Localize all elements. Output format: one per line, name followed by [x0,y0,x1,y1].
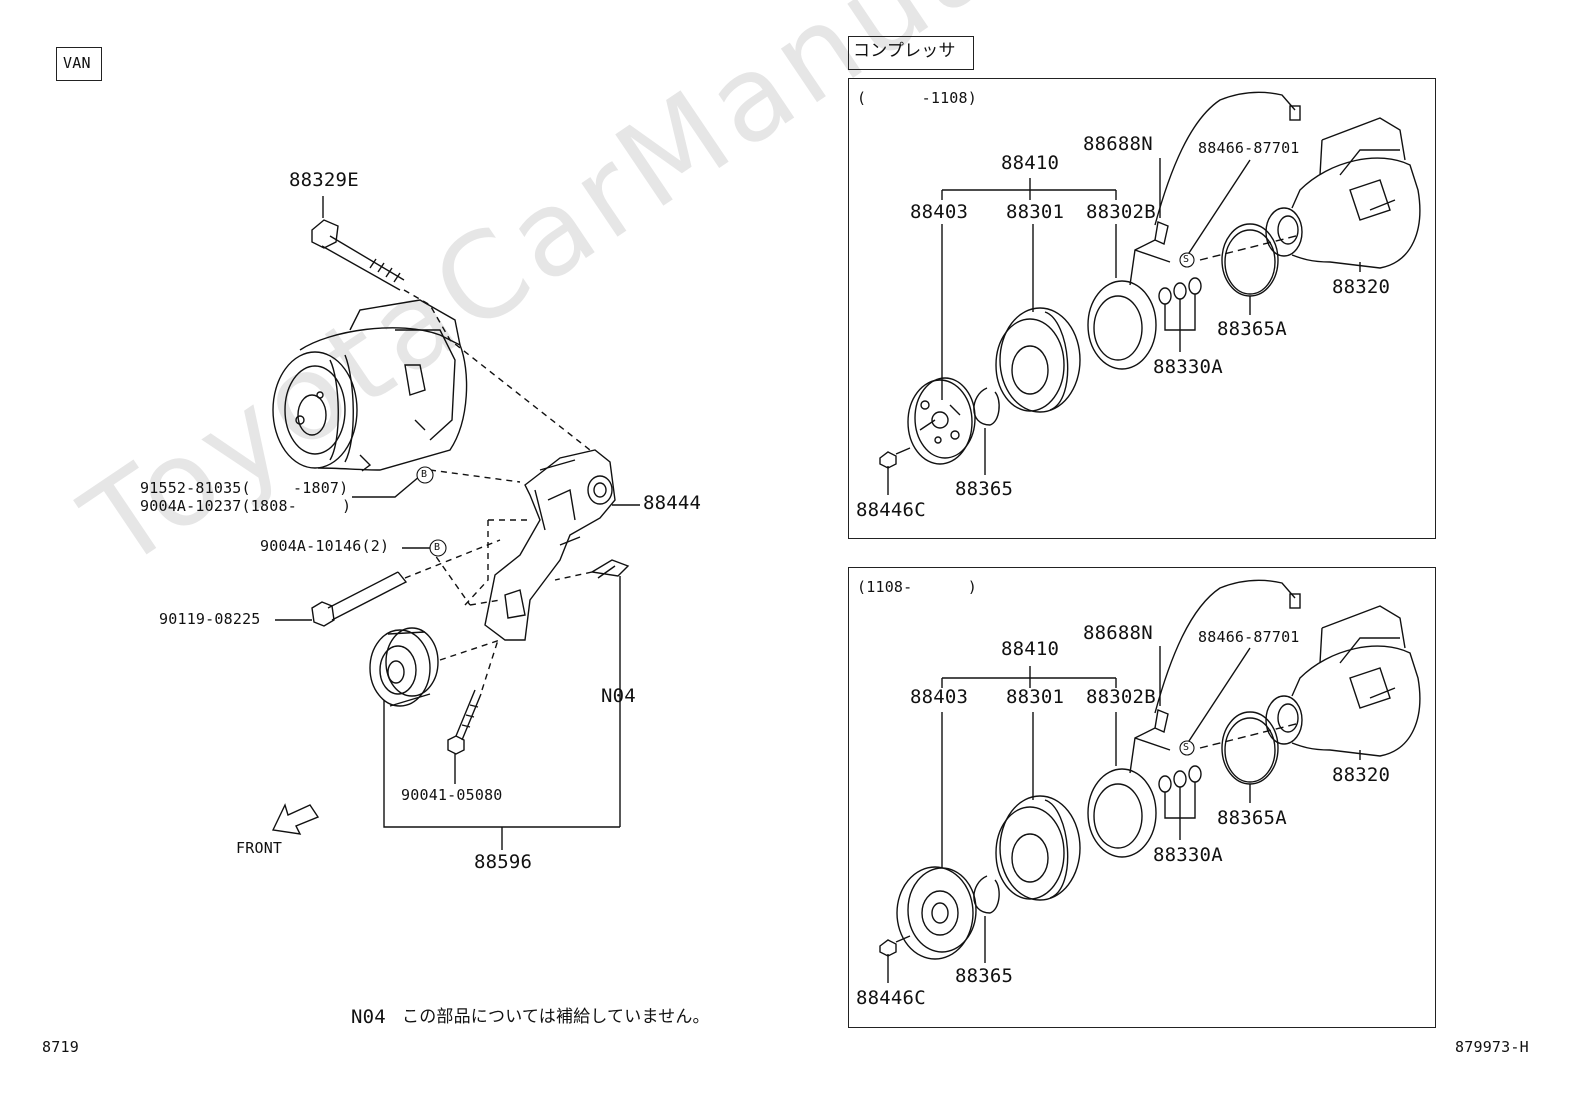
p2-label-88320[interactable]: 88320 [1332,764,1391,786]
p1-label-88365[interactable]: 88365 [955,478,1014,500]
p2-label-88302b[interactable]: 88302B [1086,686,1156,708]
panel-2-frame [848,567,1436,1028]
marker-b-2: B [434,542,441,553]
label-90119-08225[interactable]: 90119-08225 [159,610,261,628]
panel2-line-art [879,579,1421,983]
p1-label-88446c[interactable]: 88446C [856,499,926,521]
page-number-right: 879973-H [1455,1038,1529,1056]
marker-b-1: B [421,469,428,480]
label-90041-05080[interactable]: 90041-05080 [401,786,503,804]
panel-1-range: ( -1108) [857,89,977,107]
p2-label-88301[interactable]: 88301 [1006,686,1065,708]
label-n04: N04 [601,685,636,707]
p2-label-88466-87701[interactable]: 88466-87701 [1198,628,1300,646]
bolt-90041-drawing [447,689,482,784]
marker-b-circle-2 [429,539,447,557]
p2-label-88446c[interactable]: 88446C [856,987,926,1009]
bracket-88444-drawing [484,449,640,641]
label-88329e[interactable]: 88329E [289,169,359,191]
p2-label-88410[interactable]: 88410 [1001,638,1060,660]
label-88444[interactable]: 88444 [643,492,702,514]
marker-b-circle-1 [416,466,434,484]
p2-label-88365[interactable]: 88365 [955,965,1014,987]
front-arrow-drawing [271,803,320,835]
p1-label-88302b[interactable]: 88302B [1086,201,1156,223]
label-91552-range: -1807) [293,479,349,497]
p2-label-88688n[interactable]: 88688N [1083,622,1153,644]
p2-marker-s: S [1183,742,1190,753]
p2-label-88403[interactable]: 88403 [910,686,969,708]
van-badge: VAN [63,54,91,72]
label-9004a-10146[interactable]: 9004A-10146(2) [260,537,390,555]
page-number-left: 8719 [42,1038,79,1056]
van-badge-box [56,47,102,81]
compressor-left-drawing [272,299,468,472]
section-title: コンプレッサ [853,41,956,61]
p1-marker-s: S [1183,254,1190,265]
label-9004a-10237-range: ) [342,497,352,515]
idler-pulley-drawing [369,627,439,707]
panel-1-frame [848,78,1436,539]
p2-label-88365a[interactable]: 88365A [1217,807,1287,829]
p1-label-88330a[interactable]: 88330A [1153,356,1223,378]
bolt-88329e-drawing [311,196,405,291]
panel-2-range: (1108- ) [857,578,977,596]
p1-label-88688n[interactable]: 88688N [1083,133,1153,155]
p1-label-88365a[interactable]: 88365A [1217,318,1287,340]
footer-note-code: N04 [351,1006,386,1028]
p1-label-88301[interactable]: 88301 [1006,201,1065,223]
p1-label-88320[interactable]: 88320 [1332,276,1391,298]
panel1-line-art [879,91,1421,495]
p1-label-88403[interactable]: 88403 [910,201,969,223]
marker-s-circle-1 [1179,252,1195,268]
marker-s-circle-2 [1179,740,1195,756]
section-title-box [848,36,974,70]
label-91552-81035[interactable]: 91552-81035( [140,479,251,497]
label-9004a-10237[interactable]: 9004A-10237(1808- [140,497,297,515]
bolt-90119-drawing [275,571,408,627]
label-front: FRONT [236,839,283,857]
label-88596[interactable]: 88596 [474,851,533,873]
p2-label-88330a[interactable]: 88330A [1153,844,1223,866]
stud-bolt-drawing [589,559,630,827]
footer-note-text: この部品については補給していません。 [402,1007,710,1027]
p1-label-88410[interactable]: 88410 [1001,152,1060,174]
p1-label-88466-87701[interactable]: 88466-87701 [1198,139,1300,157]
